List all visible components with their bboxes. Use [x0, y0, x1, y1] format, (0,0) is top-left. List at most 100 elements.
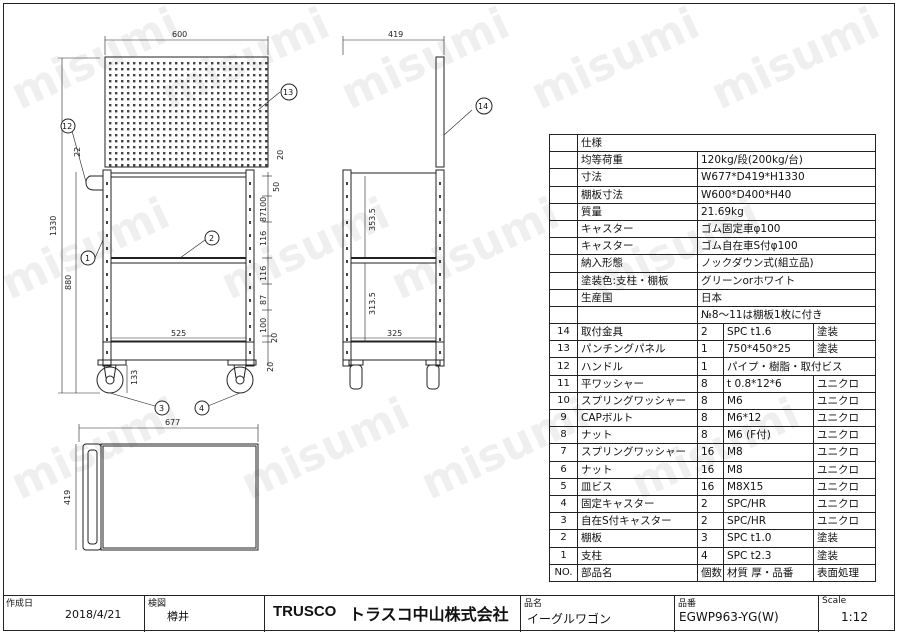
parts-header-row: NO.部品名個数材質 厚・品番表面処理	[549, 563, 876, 582]
part-name: パンチングパネル	[577, 340, 698, 359]
top-view	[75, 424, 259, 551]
spec-blank	[549, 219, 578, 239]
parts-header-finish: 表面処理	[813, 563, 876, 582]
dim-inner-525: 525	[171, 329, 186, 338]
part-no: 9	[549, 408, 578, 428]
side-post-left	[342, 169, 352, 367]
spec-value: 21.69kg	[697, 202, 876, 221]
part-name: 自在S付キャスター	[577, 512, 698, 531]
spec-label: 質量	[577, 202, 698, 221]
part-finish: ユニクロ	[813, 374, 876, 393]
callout-2: 2	[209, 234, 214, 243]
spec-blank	[549, 202, 578, 221]
post-right	[245, 169, 255, 367]
part-name: 棚板	[577, 529, 698, 548]
side-post-right	[435, 169, 445, 367]
part-material: M8	[723, 460, 814, 479]
parts-header-qty: 個数	[697, 563, 724, 582]
part-material: パイプ・樹脂・取付ビス	[723, 357, 876, 376]
callout-4: 4	[199, 404, 204, 413]
title-block: 作成日 2018/4/21 検図 樽井 TRUSCO トラスコ中山株式会社 品名…	[3, 595, 895, 632]
code-cell: 品番 EGWP963-YG(W)	[675, 596, 819, 632]
dim-side-3135: 313.5	[368, 292, 377, 315]
part-material: M6*12	[723, 408, 814, 428]
company-logo: TRUSCO	[273, 603, 337, 620]
part-qty: 2	[697, 323, 724, 342]
part-finish: 塗装	[813, 529, 876, 548]
watermark: misumi	[3, 0, 187, 120]
part-name: スプリングワッシャー	[577, 443, 698, 462]
part-no: 4	[549, 494, 578, 514]
part-name: ナット	[577, 426, 698, 445]
spec-blank	[549, 305, 578, 325]
dim-gap-87a: 87	[259, 212, 268, 222]
part-material: t 0.8*12*6	[723, 374, 814, 393]
spec-label: キャスター	[577, 219, 698, 239]
part-no: 7	[549, 443, 578, 462]
part-qty: 3	[697, 529, 724, 548]
part-material: SPC t1.0	[723, 529, 814, 548]
spec-value: №8～11は棚板1枚に付き	[697, 305, 876, 325]
company-name: トラスコ中山株式会社	[349, 605, 509, 624]
spec-value: W600*D400*H40	[697, 185, 876, 204]
part-name: CAPボルト	[577, 408, 698, 428]
dim-top-20: 20	[276, 150, 285, 160]
part-finish: ユニクロ	[813, 512, 876, 531]
dim-gap-50: 50	[272, 182, 281, 192]
punching-panel	[104, 56, 269, 168]
parts-header-material: 材質 厚・品番	[723, 563, 814, 582]
spec-value: 日本	[697, 288, 876, 307]
part-finish: 塗装	[813, 323, 876, 342]
scale-cell: Scale 1:12	[819, 596, 895, 632]
part-finish: ユニクロ	[813, 494, 876, 514]
part-finish: ユニクロ	[813, 391, 876, 411]
callout-12: 12	[62, 122, 72, 131]
name-label: 品名	[524, 599, 543, 609]
part-no: 8	[549, 426, 578, 445]
part-material: SPC/HR	[723, 494, 814, 514]
part-qty: 2	[697, 512, 724, 531]
part-material: SPC t2.3	[723, 546, 814, 565]
part-finish: ユニクロ	[813, 477, 876, 496]
spec-label: 生産国	[577, 288, 698, 307]
part-qty: 16	[697, 477, 724, 496]
spec-row: キャスターゴム固定車φ100	[549, 219, 876, 239]
spec-row: キャスターゴム自在車S付φ100	[549, 237, 876, 256]
post-left	[102, 169, 112, 367]
watermark: misumi	[703, 0, 887, 120]
spec-blank	[549, 151, 578, 170]
part-finish: ユニクロ	[813, 443, 876, 462]
dim-base-133: 133	[130, 370, 139, 385]
dim-bot-20b: 20	[266, 362, 275, 372]
spec-label: 寸法	[577, 168, 698, 187]
part-qty: 1	[697, 357, 724, 376]
parts-header-no: NO.	[549, 563, 578, 582]
post-holes	[106, 182, 251, 354]
spec-row: 生産国日本	[549, 288, 876, 307]
dim-side-3535: 353.5	[368, 208, 377, 231]
spec-label	[577, 305, 698, 325]
code-value: EGWP963-YG(W)	[679, 610, 779, 624]
part-name: 支柱	[577, 546, 698, 565]
created-cell: 作成日 2018/4/21	[3, 596, 145, 632]
side-panel	[435, 56, 445, 168]
part-no: 13	[549, 340, 578, 359]
part-material: M6	[723, 391, 814, 411]
spec-blank	[549, 168, 578, 187]
handle	[85, 175, 103, 191]
part-no: 3	[549, 512, 578, 531]
spec-value: ゴム自在車S付φ100	[697, 237, 876, 256]
dim-gap-100a: 100	[259, 197, 268, 212]
spec-value: ノックダウン式(組立品)	[697, 254, 876, 273]
parts-header-name: 部品名	[577, 563, 698, 582]
part-no: 6	[549, 460, 578, 479]
